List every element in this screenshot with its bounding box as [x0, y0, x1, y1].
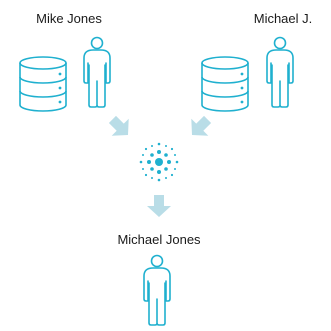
person-icon — [143, 254, 171, 326]
person-icon — [83, 36, 111, 108]
merge-hub-icon — [139, 142, 179, 182]
arrow-icon — [147, 195, 171, 217]
source-left-name: Mike Jones — [36, 11, 102, 26]
database-icon — [19, 56, 67, 112]
merged-record-name: Michael Jones — [117, 232, 201, 247]
source-right-name: Michael J. — [253, 11, 313, 26]
arrow-icon — [183, 110, 217, 144]
database-icon — [201, 56, 249, 112]
person-icon — [266, 36, 294, 108]
arrow-icon — [103, 110, 137, 144]
